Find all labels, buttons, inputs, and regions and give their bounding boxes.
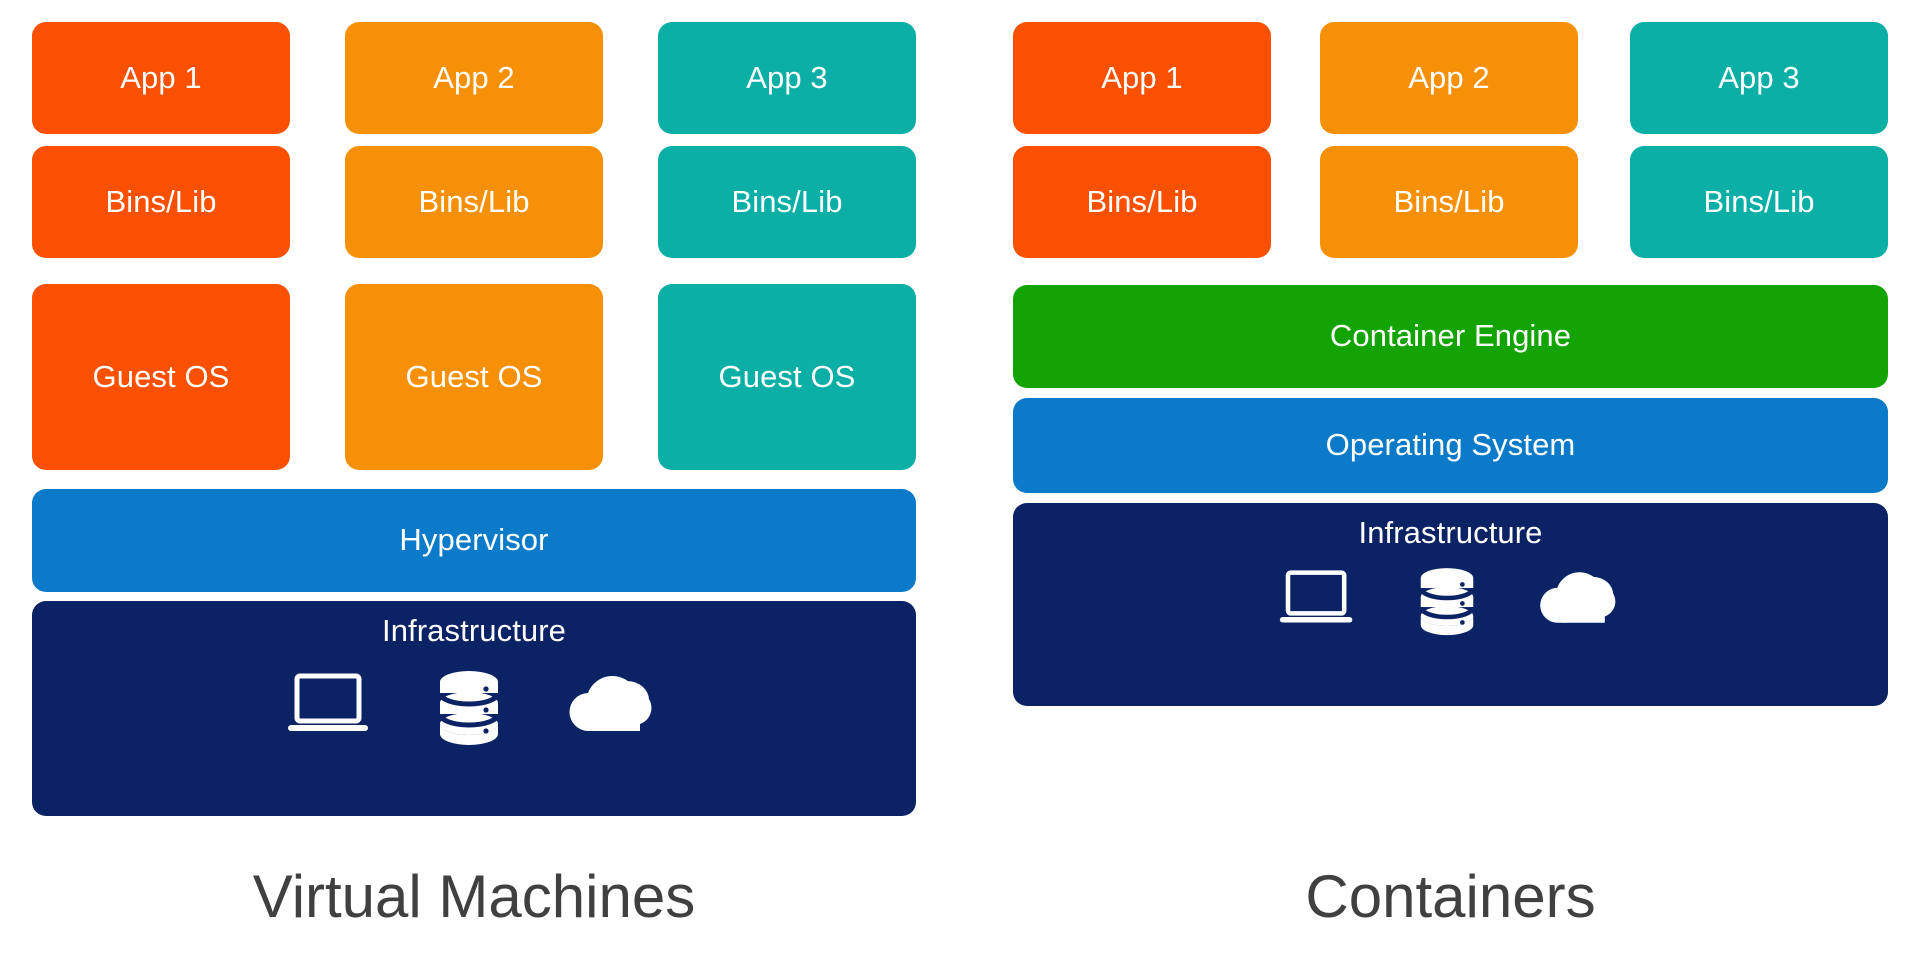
container-app-1-block[interactable]: App 1 xyxy=(1013,22,1271,134)
container-operating-system-block[interactable]: Operating System xyxy=(1013,398,1888,493)
vm-panel-caption: Virtual Machines xyxy=(252,863,696,930)
database-stack-icon xyxy=(436,662,502,746)
cloud-icon xyxy=(1537,569,1625,627)
vm-guest-os-2-label: Guest OS xyxy=(405,358,543,394)
vm-guest-os-1-label: Guest OS xyxy=(92,358,230,394)
container-operating-system-label: Operating System xyxy=(1325,427,1576,463)
vm-infrastructure-label: Infrastructure xyxy=(381,613,567,648)
vm-bins-lib-2-block[interactable]: Bins/Lib xyxy=(345,146,603,258)
vm-guest-os-1-block[interactable]: Guest OS xyxy=(32,284,290,470)
laptop-icon xyxy=(286,672,372,736)
vm-app-3-label: App 3 xyxy=(746,59,828,95)
vm-bins-lib-1-label: Bins/Lib xyxy=(105,183,217,219)
cloud-icon xyxy=(566,673,662,735)
vm-guest-os-3-label: Guest OS xyxy=(718,358,856,394)
vm-bins-lib-3-label: Bins/Lib xyxy=(731,183,843,219)
container-app-2-block[interactable]: App 2 xyxy=(1320,22,1578,134)
container-bins-lib-3-label: Bins/Lib xyxy=(1703,183,1815,219)
container-infrastructure-label: Infrastructure xyxy=(1358,515,1543,550)
vm-infrastructure-block[interactable]: Infrastructure xyxy=(32,601,916,816)
vm-guest-os-2-block[interactable]: Guest OS xyxy=(345,284,603,470)
container-bins-lib-1-label: Bins/Lib xyxy=(1086,183,1198,219)
vm-app-1-label: App 1 xyxy=(120,59,202,95)
vm-bins-lib-2-label: Bins/Lib xyxy=(418,183,530,219)
vm-app-2-block[interactable]: App 2 xyxy=(345,22,603,134)
container-engine-label: Container Engine xyxy=(1329,318,1572,354)
container-app-3-block[interactable]: App 3 xyxy=(1630,22,1888,134)
container-infrastructure-block[interactable]: Infrastructure xyxy=(1013,503,1888,706)
container-app-3-label: App 3 xyxy=(1718,59,1800,95)
container-app-2-label: App 2 xyxy=(1408,59,1490,95)
vm-app-3-block[interactable]: App 3 xyxy=(658,22,916,134)
container-bins-lib-2-block[interactable]: Bins/Lib xyxy=(1320,146,1578,258)
vm-hypervisor-block[interactable]: Hypervisor xyxy=(32,489,916,592)
container-bins-lib-3-block[interactable]: Bins/Lib xyxy=(1630,146,1888,258)
vm-app-2-label: App 2 xyxy=(433,59,515,95)
vm-app-1-block[interactable]: App 1 xyxy=(32,22,290,134)
laptop-icon xyxy=(1277,569,1357,627)
container-panel-caption: Containers xyxy=(1305,863,1596,930)
vm-infrastructure-icons xyxy=(286,662,662,746)
vm-guest-os-3-block[interactable]: Guest OS xyxy=(658,284,916,470)
vm-bins-lib-3-block[interactable]: Bins/Lib xyxy=(658,146,916,258)
container-engine-block[interactable]: Container Engine xyxy=(1013,285,1888,388)
container-bins-lib-2-label: Bins/Lib xyxy=(1393,183,1505,219)
database-stack-icon xyxy=(1417,560,1477,636)
vm-bins-lib-1-block[interactable]: Bins/Lib xyxy=(32,146,290,258)
container-app-1-label: App 1 xyxy=(1101,59,1183,95)
container-infrastructure-icons xyxy=(1277,560,1625,636)
vm-hypervisor-label: Hypervisor xyxy=(399,522,549,558)
container-bins-lib-1-block[interactable]: Bins/Lib xyxy=(1013,146,1271,258)
